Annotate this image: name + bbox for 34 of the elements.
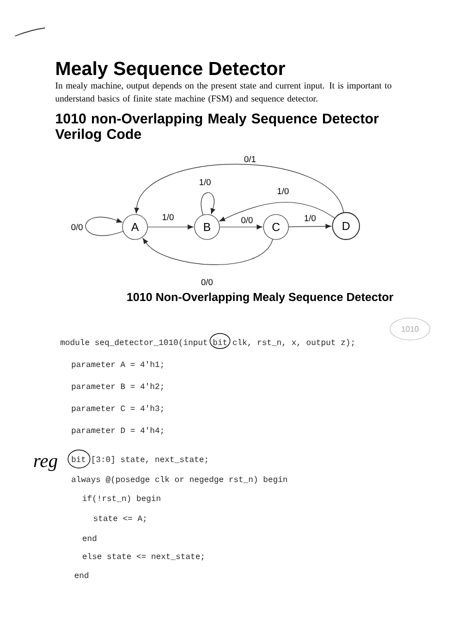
section-heading: 1010 non-Overlapping Mealy Sequence Detector Verilog Code	[55, 113, 379, 142]
edge-label: 0/0	[240, 216, 254, 224]
transition-arrow	[288, 224, 332, 229]
transition-arrow	[147, 224, 194, 230]
transition-arrow	[134, 164, 344, 214]
code-line: else state <= next_state;	[82, 553, 204, 560]
code-line: parameter A = 4'h1;	[72, 361, 163, 369]
self-loop-arrow	[85, 216, 124, 236]
edge-label: 1/0	[198, 178, 212, 186]
code-line: bit [3:0] state, next_state;	[72, 456, 208, 464]
code-line: always @(posedge clk or negedge rst_n) begin	[72, 476, 287, 484]
self-loop-arrow	[200, 192, 216, 216]
edge-label: 1/0	[276, 187, 290, 195]
code-line: end	[74, 572, 88, 578]
intro-paragraph: In mealy machine, output depends on the present state and current input. It is important to understand basics of finite state machine (FSM) and sequence detector.	[55, 82, 392, 104]
handwritten-note: reg	[34, 458, 58, 472]
transition-arrow	[142, 238, 273, 265]
title: Mealy Sequence Detector	[56, 61, 286, 79]
code-line: state <= A;	[94, 516, 146, 522]
edge-label: 0/1	[244, 155, 256, 163]
edge-label: 0/0	[200, 278, 214, 286]
code-line: parameter B = 4'h2;	[72, 383, 163, 391]
code-line: if(!rst_n) begin	[82, 495, 160, 503]
code-line: parameter C = 4'h3;	[72, 405, 163, 413]
transition-arrow	[219, 202, 335, 222]
edge-label: 0/0	[70, 223, 84, 231]
edge-label: 1/0	[304, 214, 316, 222]
edge-label: 1/0	[162, 213, 174, 221]
transition-arrow	[219, 224, 262, 230]
code-line: parameter D = 4'h4;	[72, 427, 163, 435]
code-line: module seq_detector_1010(input bit clk, rst_n, x, output z);	[60, 339, 354, 347]
circled-note: 1010	[390, 318, 430, 340]
code-line: end	[82, 535, 96, 542]
figure-caption: 1010 Non-Overlapping Mealy Sequence Detector	[127, 292, 394, 304]
